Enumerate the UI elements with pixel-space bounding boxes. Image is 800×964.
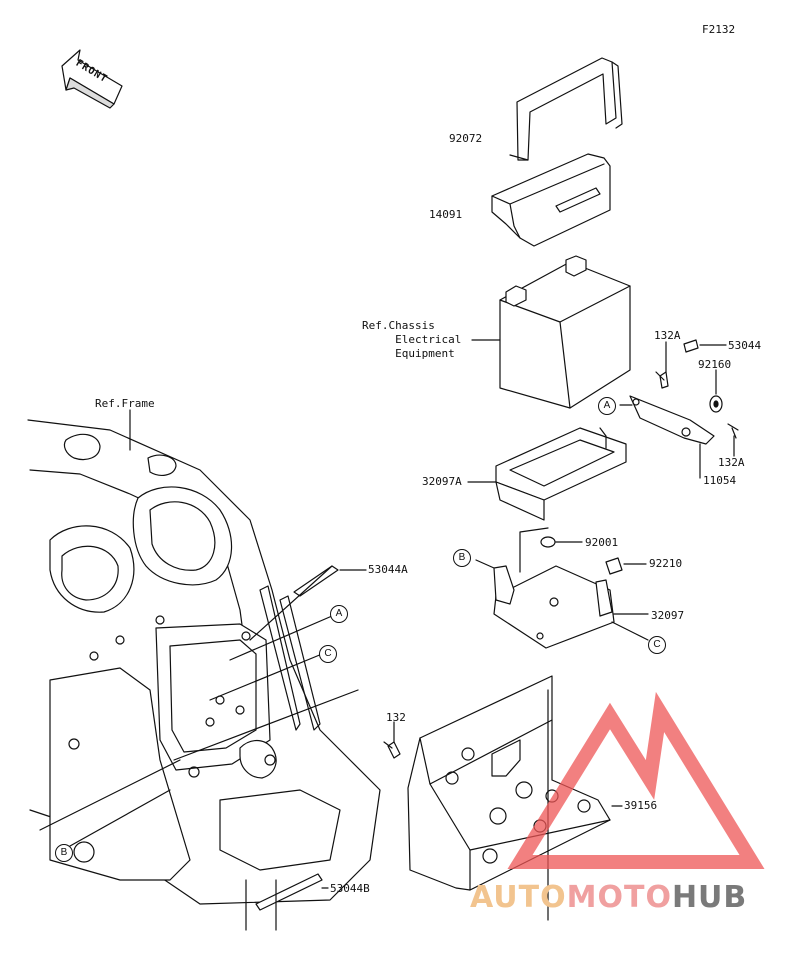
- part-32097: 32097: [651, 609, 685, 622]
- part-39156: 39156: [624, 799, 658, 812]
- bracket-11054: [629, 395, 715, 445]
- part-132A-top: 132A: [654, 329, 681, 342]
- front-arrow-icon: [61, 49, 123, 109]
- callout-b-frame: B: [55, 844, 73, 862]
- part-53044: 53044: [728, 339, 762, 352]
- tray-32097A: [495, 427, 627, 521]
- callout-c-frame: C: [319, 645, 337, 663]
- callout-a-top: A: [598, 397, 616, 415]
- part-14091: 14091: [429, 208, 463, 221]
- cover-14091: [491, 153, 611, 247]
- part-92001: 92001: [585, 536, 619, 549]
- watermark-logo: [507, 691, 765, 869]
- part-53044A: 53044A: [368, 563, 408, 576]
- washer-92160: [709, 395, 723, 413]
- watermark-part3: HUB: [671, 880, 748, 915]
- bolt-132A-top: [655, 371, 669, 389]
- callout-a-frame: A: [330, 605, 348, 623]
- part-132: 132: [386, 711, 406, 724]
- part-92210: 92210: [649, 557, 683, 570]
- part-92072: 92072: [449, 132, 483, 145]
- frame: [27, 419, 381, 905]
- ref-frame: Ref.Frame: [95, 397, 155, 410]
- callout-b-top: B: [453, 549, 471, 567]
- battery: [499, 255, 631, 409]
- bolt-92001: [540, 536, 556, 548]
- bolt-132A-bottom: [727, 423, 739, 439]
- part-32097A: 32097A: [422, 475, 462, 488]
- bolt-132: [383, 741, 401, 759]
- watermark-text: AUTOMOTOHUB: [470, 880, 747, 915]
- bracket-32097: [493, 565, 615, 649]
- grommet-53044: [683, 339, 699, 353]
- strap-92072: [509, 57, 623, 161]
- part-132A-bottom: 132A: [718, 456, 745, 469]
- figure-code: F2132: [702, 23, 736, 36]
- part-53044B: 53044B: [330, 882, 370, 895]
- watermark-part2: MOTO: [566, 880, 672, 915]
- part-92160: 92160: [698, 358, 732, 371]
- clip-92210: [605, 557, 623, 575]
- callout-c-right: C: [648, 636, 666, 654]
- part-11054: 11054: [703, 474, 737, 487]
- watermark-part1: AUTO: [470, 880, 567, 915]
- ref-chassis-electrical: Ref.Chassis Electrical Equipment: [362, 319, 462, 360]
- pin-53044B: [255, 873, 323, 911]
